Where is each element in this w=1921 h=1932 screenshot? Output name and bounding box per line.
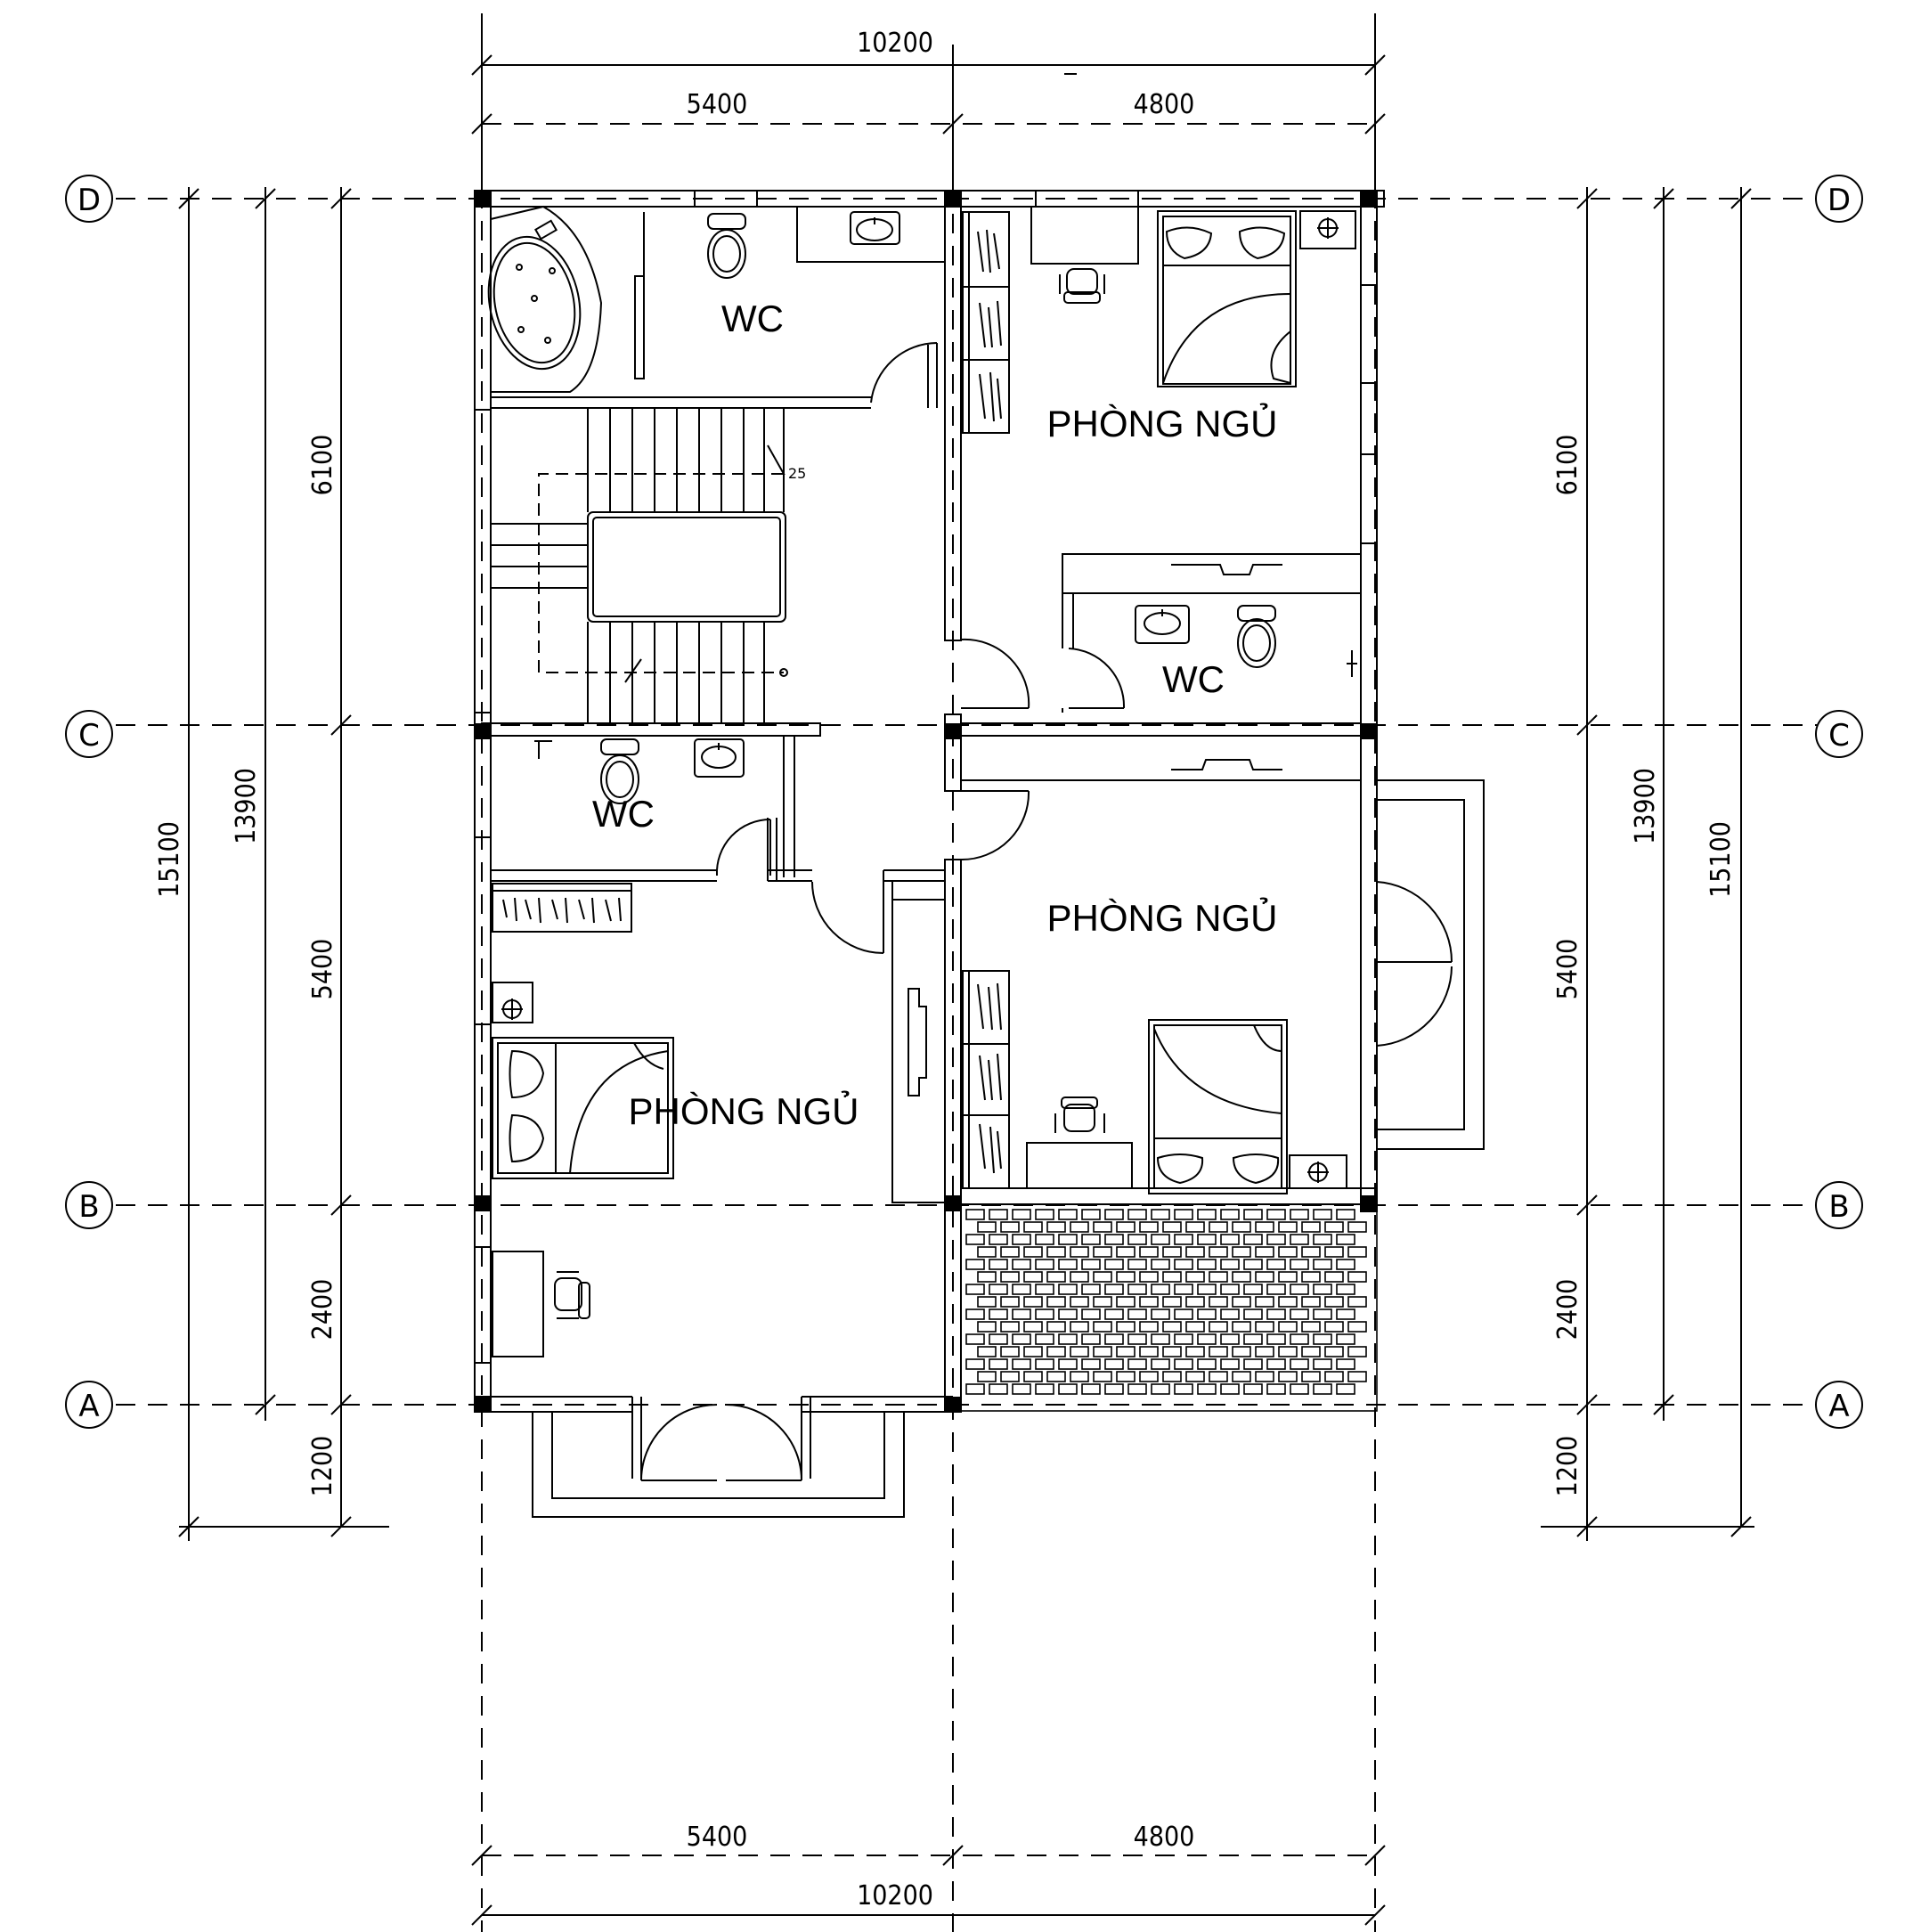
dim-right-sub: 13900 — [1630, 768, 1661, 844]
dim-right-total: 15100 — [1705, 821, 1737, 898]
desk-bottom-left — [492, 1251, 590, 1357]
shelf-right-wc — [1171, 564, 1282, 575]
bed-icon-top-right — [1157, 210, 1297, 387]
washbasin-icon-right — [1135, 605, 1190, 644]
walls — [474, 190, 1485, 1518]
room-label-bedroom-top-right: PHÒNG NGỦ — [1046, 402, 1277, 444]
axis-label-c-left: C — [78, 718, 100, 754]
doors — [640, 342, 1453, 1481]
dim-bottom-total: 10200 — [857, 1880, 933, 1912]
nightstand-top-right — [1299, 210, 1356, 249]
dim-right-seg-ba: 2400 — [1552, 1279, 1583, 1341]
dim-left-seg-cb: 5400 — [307, 939, 338, 1000]
desk-top-right — [1030, 206, 1139, 304]
room-label-wc-top: WC — [721, 298, 784, 339]
cabinet-left — [891, 899, 946, 1203]
dim-left-total: 15100 — [154, 821, 185, 898]
axis-label-c-right: C — [1828, 718, 1850, 754]
room-label-bedroom-left: PHÒNG NGỦ — [628, 1089, 859, 1132]
wardrobe-left — [492, 883, 632, 933]
dim-bottom-right: 4800 — [1134, 1822, 1195, 1853]
bed-icon-left — [492, 1037, 674, 1179]
desk-mid-right — [1026, 1096, 1133, 1189]
dim-bottom-left: 5400 — [687, 1822, 748, 1853]
bathtub — [487, 205, 645, 393]
shower-icon-left — [534, 740, 552, 759]
dim-left-seg-balcony: 1200 — [307, 1436, 338, 1497]
room-label-wc-right: WC — [1162, 658, 1225, 700]
wardrobe-top-right — [962, 211, 1010, 434]
terrace-tiling — [960, 1203, 1378, 1412]
dim-top-total: 10200 — [857, 28, 933, 59]
column-posts — [475, 191, 1377, 1413]
axis-label-d-right: D — [1827, 183, 1851, 218]
axis-label-b-left: B — [78, 1189, 99, 1225]
dim-right-seg-dc: 6100 — [1552, 435, 1583, 496]
nightstand-mid-right — [1289, 1154, 1347, 1189]
nightstand-left — [492, 982, 533, 1023]
axis-label-d-left: D — [77, 183, 101, 218]
dim-right-seg-balcony: 1200 — [1552, 1436, 1583, 1497]
room-label-bedroom-mid-right: PHÒNG NGỦ — [1046, 896, 1277, 939]
dim-top-right: 4800 — [1134, 89, 1195, 120]
toilet-icon-right — [1237, 605, 1276, 668]
shelf-mid-right — [1171, 759, 1282, 770]
stair-step-number: 25 — [788, 465, 806, 482]
windows — [475, 191, 1377, 1364]
washbasin-icon-left — [694, 738, 745, 778]
dim-top-left: 5400 — [687, 89, 748, 120]
axis-label-b-right: B — [1828, 1189, 1849, 1225]
dim-left-seg-dc: 6100 — [307, 435, 338, 496]
bed-icon-mid-right — [1148, 1019, 1288, 1194]
staircase — [491, 408, 788, 723]
shower-icon-right — [1347, 650, 1357, 677]
axis-label-a-left: A — [78, 1389, 99, 1424]
dim-left-seg-ba: 2400 — [307, 1279, 338, 1341]
dim-left-sub: 13900 — [231, 768, 262, 844]
room-label-wc-left: WC — [592, 793, 655, 835]
dimension-lines — [178, 13, 1754, 1926]
axis-bubbles — [65, 175, 1863, 1429]
dim-right-seg-cb: 5400 — [1552, 939, 1583, 1000]
wardrobe-mid-right — [962, 970, 1010, 1189]
grid-lines — [116, 53, 1817, 1932]
toilet-icon-left — [600, 738, 639, 804]
dimension-texts: 10200 5400 4800 5400 4800 10200 15100 13… — [154, 28, 1737, 1912]
axis-label-a-right: A — [1828, 1389, 1849, 1424]
axis-bubble-labels: D C B A D C B A — [77, 183, 1851, 1424]
toilet-icon-top — [707, 213, 746, 279]
washbasin-icon-top — [796, 206, 946, 263]
